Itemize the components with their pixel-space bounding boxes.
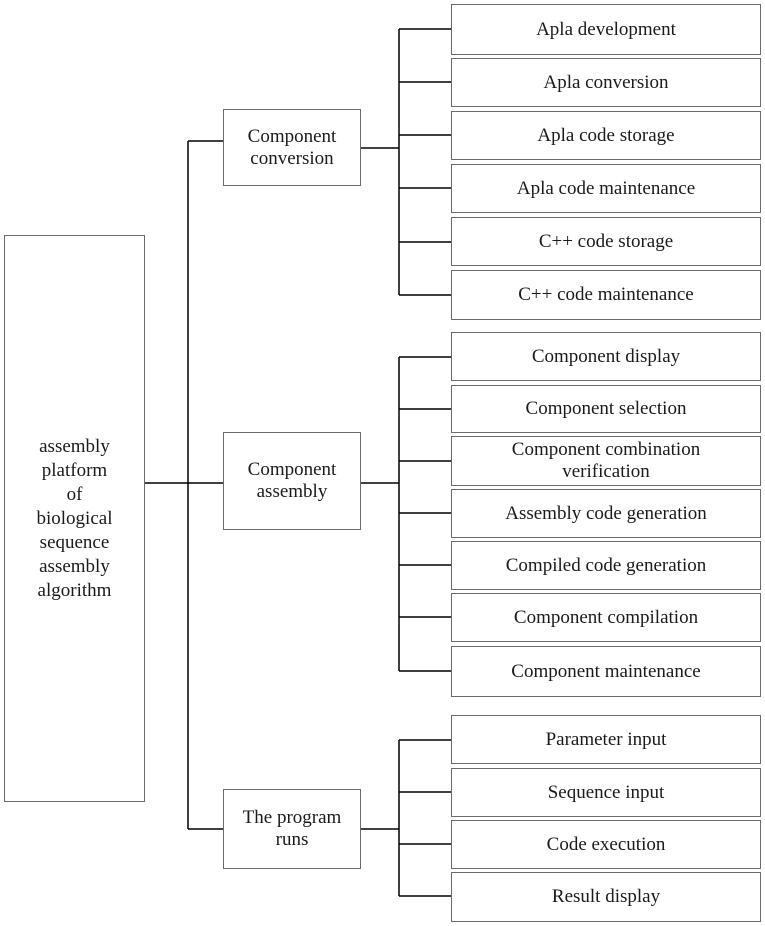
leaf-node: C++ code maintenance	[451, 270, 761, 320]
leaf-node: C++ code storage	[451, 217, 761, 266]
leaf-node: Code execution	[451, 820, 761, 869]
leaf-node: Parameter input	[451, 715, 761, 764]
leaf-node: Compiled code generation	[451, 541, 761, 590]
leaf-node: Apla code storage	[451, 111, 761, 160]
leaf-node: Component compilation	[451, 593, 761, 642]
leaf-label: Assembly code generation	[505, 502, 707, 524]
root-node: assembly platform of biological sequence…	[4, 235, 145, 802]
leaf-label: Compiled code generation	[505, 554, 707, 576]
leaf-label: Code execution	[546, 833, 666, 855]
leaf-label: C++ code maintenance	[518, 284, 694, 305]
leaf-label: Sequence input	[547, 781, 665, 803]
group-node-program-runs: The program runs	[223, 789, 361, 869]
root-label: assembly platform of biological sequence…	[36, 435, 113, 601]
leaf-label: Result display	[551, 886, 661, 907]
group-label: The program runs	[242, 807, 342, 850]
leaf-node: Component maintenance	[451, 646, 761, 697]
leaf-label: C++ code storage	[538, 230, 674, 252]
group-node-component-assembly: Component assembly	[223, 432, 361, 530]
leaf-label: Parameter input	[545, 728, 667, 750]
leaf-label: Component selection	[525, 398, 687, 419]
leaf-node: Component selection	[451, 385, 761, 433]
leaf-node: Apla code maintenance	[451, 164, 761, 213]
leaf-label: Apla conversion	[543, 71, 669, 93]
leaf-label: Component display	[531, 345, 681, 367]
leaf-label: Apla development	[536, 18, 676, 40]
leaf-node: Component combination verification	[451, 436, 761, 486]
group-label: Component conversion	[247, 125, 337, 169]
leaf-node: Assembly code generation	[451, 489, 761, 538]
group-label: Component assembly	[247, 459, 337, 502]
leaf-node: Apla development	[451, 4, 761, 55]
leaf-node: Result display	[451, 872, 761, 922]
leaf-label: Apla code maintenance	[516, 177, 696, 199]
leaf-label: Component combination verification	[511, 439, 701, 482]
leaf-node: Apla conversion	[451, 58, 761, 107]
leaf-label: Component compilation	[513, 606, 699, 628]
leaf-node: Sequence input	[451, 768, 761, 817]
leaf-label: Apla code storage	[537, 124, 675, 146]
leaf-label: Component maintenance	[511, 660, 701, 682]
leaf-node: Component display	[451, 332, 761, 381]
group-node-component-conversion: Component conversion	[223, 109, 361, 186]
